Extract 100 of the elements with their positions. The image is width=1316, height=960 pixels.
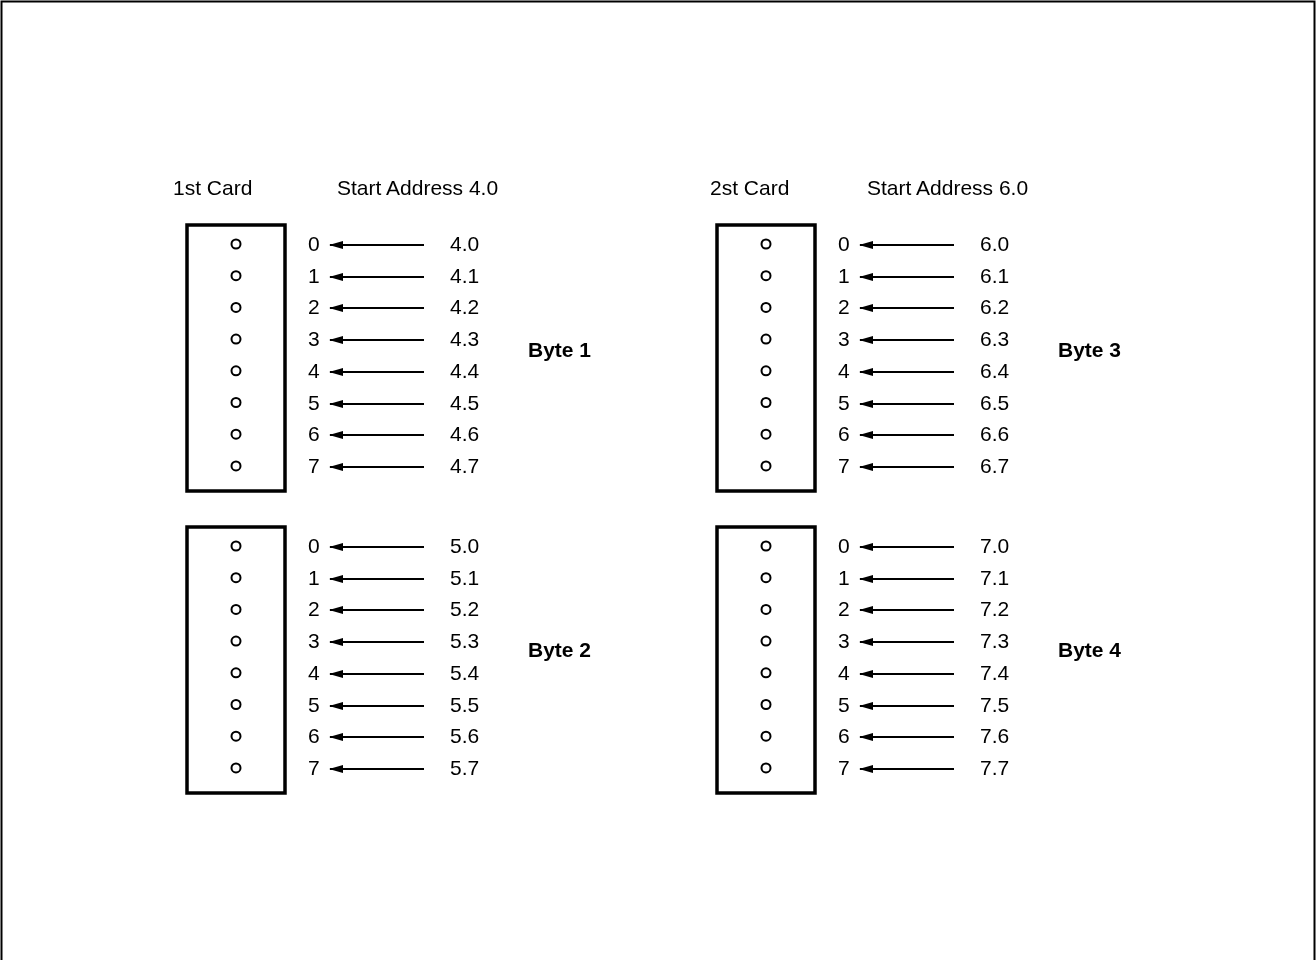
pin-number: 2 xyxy=(838,597,850,622)
pin-number: 4 xyxy=(308,660,320,685)
pin-number: 5 xyxy=(838,692,850,717)
address-label: 4.5 xyxy=(450,390,480,415)
arrow xyxy=(859,368,955,376)
address-label: 7.2 xyxy=(980,597,1010,622)
byte-label: Byte 4 xyxy=(1058,638,1122,662)
arrow xyxy=(859,336,955,344)
address-label: 5.6 xyxy=(450,724,480,749)
address-label: 6.7 xyxy=(980,453,1010,478)
arrow xyxy=(859,606,955,614)
arrow xyxy=(859,304,955,312)
address-label: 6.1 xyxy=(980,263,1010,288)
address-label: 7.7 xyxy=(980,755,1010,780)
address-label: 4.6 xyxy=(450,422,480,447)
byte-label: Byte 3 xyxy=(1058,338,1122,362)
pin-number: 1 xyxy=(838,263,850,288)
pin-number: 4 xyxy=(308,358,320,383)
arrow xyxy=(329,670,425,678)
pin-number: 5 xyxy=(308,390,320,415)
address-label: 4.7 xyxy=(450,453,480,478)
arrow xyxy=(329,336,425,344)
start-address-label: Start Address 4.0 xyxy=(337,176,499,200)
arrow xyxy=(329,543,425,551)
pin-number: 0 xyxy=(838,232,850,256)
arrow xyxy=(859,702,955,710)
address-label: 6.2 xyxy=(980,295,1010,320)
address-label: 6.5 xyxy=(980,390,1010,415)
pin-number: 7 xyxy=(838,453,850,478)
pin-number: 3 xyxy=(308,327,320,352)
pin-number: 5 xyxy=(838,390,850,415)
pin-number: 1 xyxy=(308,263,320,288)
pin-number: 2 xyxy=(838,295,850,320)
pin-number: 1 xyxy=(308,565,320,590)
address-label: 7.5 xyxy=(980,692,1010,717)
arrow xyxy=(859,765,955,773)
arrow xyxy=(859,575,955,583)
address-label: 7.1 xyxy=(980,565,1010,590)
address-label: 6.3 xyxy=(980,327,1010,352)
pin-number: 4 xyxy=(838,660,850,685)
arrow xyxy=(859,543,955,551)
start-address-label: Start Address 6.0 xyxy=(867,176,1029,200)
address-label: 5.5 xyxy=(450,692,480,717)
card-label: 2st Card xyxy=(710,176,790,200)
pin-number: 2 xyxy=(308,597,320,622)
arrow xyxy=(329,241,425,249)
byte-label: Byte 1 xyxy=(528,338,592,362)
byte-label: Byte 2 xyxy=(528,638,592,662)
arrow xyxy=(859,273,955,281)
address-label: 5.0 xyxy=(450,534,480,558)
pin-number: 4 xyxy=(838,358,850,383)
pin-number: 3 xyxy=(838,327,850,352)
address-label: 7.3 xyxy=(980,629,1010,654)
pin-number: 0 xyxy=(308,534,320,558)
address-label: 5.1 xyxy=(450,565,480,590)
address-label: 4.1 xyxy=(450,263,480,288)
pin-number: 7 xyxy=(838,755,850,780)
arrow xyxy=(329,273,425,281)
card-label: 1st Card xyxy=(173,176,253,200)
pin-number: 3 xyxy=(838,629,850,654)
address-label: 4.3 xyxy=(450,327,480,352)
arrow xyxy=(859,463,955,471)
arrow xyxy=(329,733,425,741)
pin-number: 6 xyxy=(308,724,320,749)
pin-number: 6 xyxy=(308,422,320,447)
pin-number: 0 xyxy=(308,232,320,256)
address-label: 5.7 xyxy=(450,755,480,780)
address-label: 6.0 xyxy=(980,232,1010,256)
arrow xyxy=(859,241,955,249)
arrow xyxy=(329,638,425,646)
address-label: 7.4 xyxy=(980,660,1010,685)
address-label: 4.0 xyxy=(450,232,480,256)
address-label: 7.6 xyxy=(980,724,1010,749)
pin-number: 6 xyxy=(838,724,850,749)
arrow xyxy=(329,400,425,408)
pin-number: 2 xyxy=(308,295,320,320)
pin-number: 7 xyxy=(308,755,320,780)
pin-number: 7 xyxy=(308,453,320,478)
pin-number: 0 xyxy=(838,534,850,558)
pin-number: 1 xyxy=(838,565,850,590)
pin-number: 3 xyxy=(308,629,320,654)
arrow xyxy=(329,575,425,583)
arrow xyxy=(329,765,425,773)
address-label: 4.2 xyxy=(450,295,480,320)
arrow xyxy=(329,702,425,710)
address-label: 6.6 xyxy=(980,422,1010,447)
arrow xyxy=(329,431,425,439)
arrow xyxy=(329,463,425,471)
arrow xyxy=(329,304,425,312)
address-label: 5.3 xyxy=(450,629,480,654)
pin-number: 6 xyxy=(838,422,850,447)
address-label: 5.2 xyxy=(450,597,480,622)
arrow xyxy=(859,638,955,646)
address-label: 7.0 xyxy=(980,534,1010,558)
arrow xyxy=(859,670,955,678)
arrow xyxy=(859,400,955,408)
address-label: 5.4 xyxy=(450,660,480,685)
address-label: 6.4 xyxy=(980,358,1010,383)
arrow xyxy=(859,733,955,741)
arrow xyxy=(329,606,425,614)
